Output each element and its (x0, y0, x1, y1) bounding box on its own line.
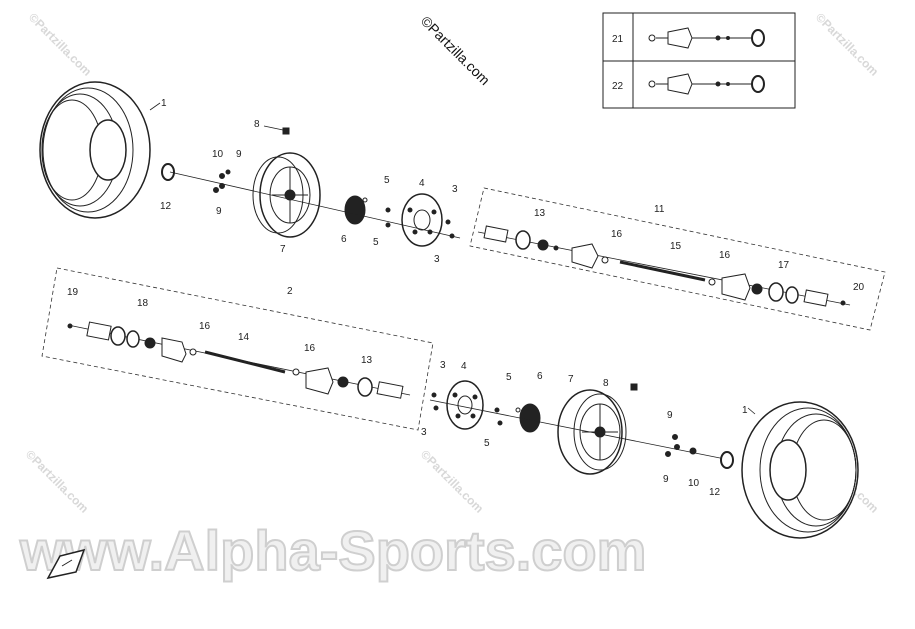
callout-4-lower: 4 (461, 361, 467, 372)
callout-5-lower-b: 5 (484, 438, 490, 449)
callout-1-lower: 1 (742, 405, 748, 416)
tire-upper (39, 81, 151, 219)
callout-14: 14 (238, 332, 250, 343)
hub-upper (344, 195, 368, 225)
callout-6-upper: 6 (341, 234, 347, 245)
legend-row-21-parts (648, 27, 765, 49)
shaft-assembly-11-outline (469, 187, 886, 331)
wheel-nut-lower (720, 451, 734, 469)
callout-7-lower: 7 (568, 374, 574, 385)
drive-shaft-11-parts (477, 225, 851, 307)
callout-5-lower-a: 5 (506, 372, 512, 383)
partzilla-watermark-top-right: ©Partzilla.com (813, 10, 882, 79)
partzilla-watermark-bottom-center: ©Partzilla.com (418, 447, 487, 516)
front-direction-arrow (46, 548, 86, 580)
callout-11: 11 (654, 204, 665, 215)
callout-3-upper-b: 3 (434, 254, 440, 265)
site-watermark: www.Alpha-Sports.com (19, 519, 646, 582)
callout-20: 20 (853, 282, 865, 293)
callout-4-upper: 4 (419, 178, 425, 189)
brake-disc-upper (401, 193, 443, 247)
callout-16-upper-a: 16 (611, 229, 623, 240)
callout-19: 19 (67, 287, 79, 298)
tire-lower (741, 401, 859, 539)
legend-row-22-parts (648, 73, 765, 95)
callouts: 1 8 10 9 9 12 7 6 5 5 4 3 3 11 13 16 15 … (67, 98, 865, 498)
callout-3-lower-a: 3 (440, 360, 446, 371)
legend-row-21-label: 21 (612, 34, 624, 45)
callout-7-upper: 7 (280, 244, 286, 255)
callout-5-upper-b: 5 (373, 237, 379, 248)
partzilla-watermark-bottom-left: ©Partzilla.com (23, 447, 92, 516)
callout-9-lower-b: 9 (663, 474, 669, 485)
callout-12-lower: 12 (709, 487, 721, 498)
callout-18: 18 (137, 298, 149, 309)
partzilla-watermark-top-left: ©Partzilla.com (26, 10, 95, 79)
callout-9-upper-a: 9 (236, 149, 242, 160)
callout-9-upper-b: 9 (216, 206, 222, 217)
callout-3-upper-a: 3 (452, 184, 458, 195)
callout-6-lower: 6 (537, 371, 543, 382)
shaft-assembly-2-outline (41, 267, 434, 431)
callout-16-lower-b: 16 (304, 343, 316, 354)
callout-3-lower-b: 3 (421, 427, 427, 438)
callout-13-upper: 13 (534, 208, 546, 219)
wheel-rim-upper (252, 152, 321, 238)
drive-shaft-2-parts (67, 321, 411, 399)
legend-row-22-label: 22 (612, 81, 624, 92)
upper-small-hardware (169, 127, 461, 239)
callout-16-lower-a: 16 (199, 321, 211, 332)
callout-12-upper: 12 (160, 201, 172, 212)
boot-kit-legend: 21 22 (602, 12, 796, 109)
callout-17: 17 (778, 260, 790, 271)
callout-10-lower: 10 (688, 478, 700, 489)
callout-10-upper: 10 (212, 149, 224, 160)
callout-13-lower: 13 (361, 355, 373, 366)
callout-1-upper: 1 (161, 98, 167, 109)
callout-8-lower: 8 (603, 378, 609, 389)
callout-9-lower-a: 9 (667, 410, 673, 421)
brake-disc-lower (446, 380, 484, 430)
callout-15: 15 (670, 241, 682, 252)
copyright-label: ©Partzilla.com (418, 13, 493, 88)
lower-small-hardware (429, 383, 731, 461)
callout-8-upper: 8 (254, 119, 260, 130)
wheel-nut-upper (161, 163, 175, 181)
callout-5-upper-a: 5 (384, 175, 390, 186)
callout-2: 2 (287, 286, 293, 297)
callout-16-upper-b: 16 (719, 250, 731, 261)
